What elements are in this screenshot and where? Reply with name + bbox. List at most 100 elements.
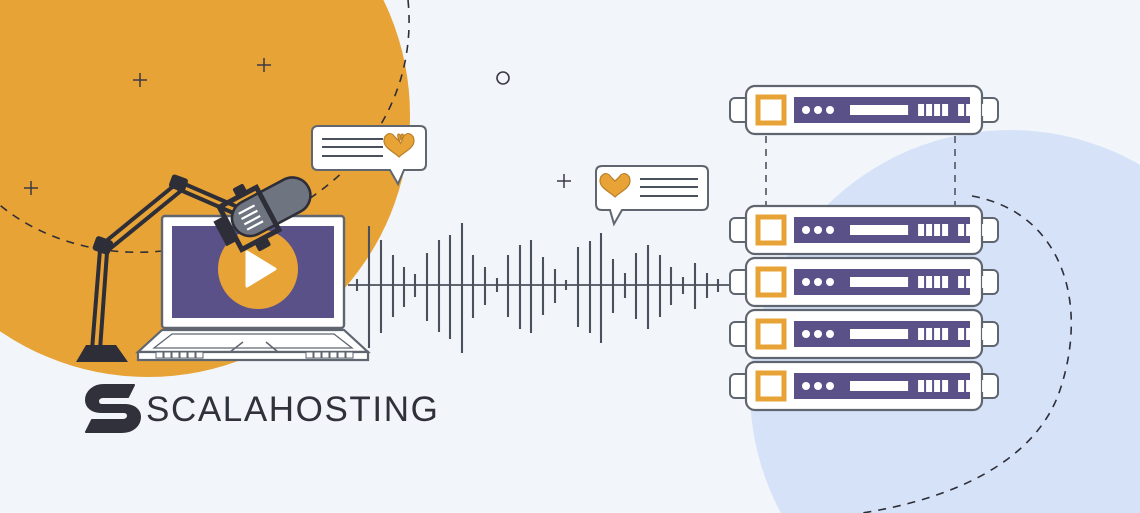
server-status-square-icon	[755, 370, 787, 402]
server-unit-top[interactable]	[729, 84, 999, 136]
laptop-keyboard-area	[152, 333, 354, 349]
comment-bubble-middle-lines	[640, 178, 698, 197]
heart-icon	[383, 133, 415, 158]
play-button[interactable]	[218, 229, 298, 309]
dashed-arc-left	[0, 0, 410, 254]
server-status-square-icon	[755, 214, 787, 246]
heart-icon	[599, 173, 631, 198]
server-segment-tick	[942, 224, 949, 236]
server-status-dot	[802, 382, 810, 390]
microphone-mount-bottom	[253, 235, 271, 252]
server-activity-bar	[850, 105, 909, 115]
server-status-dot	[814, 278, 822, 286]
server-unit-4[interactable]	[729, 360, 999, 412]
server-segment-tick	[958, 328, 965, 340]
server-status-square-icon	[755, 94, 787, 126]
server-activity-bar	[850, 329, 909, 339]
server-segment-tick	[926, 224, 933, 236]
server-segment-tick	[966, 276, 973, 288]
server-status-dot	[802, 278, 810, 286]
server-status-dot	[802, 330, 810, 338]
server-stack	[729, 84, 999, 412]
server-unit-3[interactable]	[729, 308, 999, 360]
server-segment-tick	[942, 380, 949, 392]
dashed-arc-right	[856, 195, 1073, 513]
server-segment-tick	[982, 276, 989, 288]
server-segment-tick	[926, 328, 933, 340]
server-segment-tick	[942, 276, 949, 288]
laptop-trackpad-notch	[229, 341, 279, 353]
server-status-dot	[826, 330, 834, 338]
server-activity-bar	[850, 225, 909, 235]
server-segment-tick	[966, 224, 973, 236]
server-status-dot	[802, 106, 810, 114]
server-segment-tick	[974, 328, 981, 340]
audio-waveform	[348, 223, 735, 353]
brand-wordmark: SCALAHOSTING	[146, 390, 440, 429]
server-segment-tick	[926, 276, 933, 288]
server-segment-tick	[966, 380, 973, 392]
server-segment-tick	[918, 224, 925, 236]
studio-microphone	[213, 176, 312, 253]
server-segment-tick	[982, 328, 989, 340]
server-unit-1[interactable]	[729, 204, 999, 256]
server-segment-tick	[934, 276, 941, 288]
server-segment-tick	[918, 328, 925, 340]
scalahosting-s-monogram-icon	[85, 384, 141, 433]
server-status-dot	[826, 382, 834, 390]
server-status-square-icon	[755, 318, 787, 350]
server-segment-tick	[942, 328, 949, 340]
server-unit-2[interactable]	[729, 256, 999, 308]
server-segment-tick	[974, 224, 981, 236]
server-segment-tick	[934, 104, 941, 116]
laptop-vents-right	[305, 351, 354, 359]
server-status-dot	[814, 330, 822, 338]
plus-mark	[133, 73, 147, 87]
server-segment-tick	[934, 380, 941, 392]
comment-bubble-middle[interactable]	[595, 165, 709, 227]
server-segment-tick	[974, 104, 981, 116]
server-status-dot	[826, 278, 834, 286]
server-segment-tick	[926, 104, 933, 116]
comment-bubble-top-lines	[322, 138, 383, 157]
plus-marks-group	[24, 58, 571, 195]
server-status-dot	[826, 106, 834, 114]
boom-arm-joints	[92, 174, 189, 255]
microphone-mount-top	[232, 183, 248, 199]
server-status-dot	[814, 382, 822, 390]
server-segment-tick	[982, 104, 989, 116]
comment-bubble-top[interactable]	[311, 125, 427, 187]
server-segment-tick	[958, 380, 965, 392]
server-segment-tick	[966, 328, 973, 340]
server-segment-tick	[918, 104, 925, 116]
server-segment-tick	[982, 224, 989, 236]
laptop	[135, 214, 371, 362]
server-segment-tick	[934, 328, 941, 340]
server-segment-tick	[926, 380, 933, 392]
server-status-dot	[814, 106, 822, 114]
server-segment-tick	[974, 380, 981, 392]
server-segment-tick	[942, 104, 949, 116]
microphone-grille	[238, 204, 264, 231]
server-segment-tick	[934, 224, 941, 236]
server-segment-tick	[958, 104, 965, 116]
play-triangle-icon	[245, 250, 277, 288]
server-activity-bar	[850, 277, 909, 287]
server-segment-tick	[958, 276, 965, 288]
server-activity-bar	[850, 381, 909, 391]
plus-mark	[24, 181, 38, 195]
microphone-yoke	[213, 215, 238, 247]
server-status-square-icon	[755, 266, 787, 298]
server-segment-tick	[918, 276, 925, 288]
plus-mark	[557, 174, 571, 188]
server-segment-tick	[966, 104, 973, 116]
lamp-base	[76, 345, 128, 362]
circle-mark	[496, 71, 510, 85]
server-status-dot	[814, 226, 822, 234]
server-segment-tick	[974, 276, 981, 288]
plus-mark	[257, 58, 271, 72]
server-segment-tick	[958, 224, 965, 236]
server-segment-tick	[982, 380, 989, 392]
